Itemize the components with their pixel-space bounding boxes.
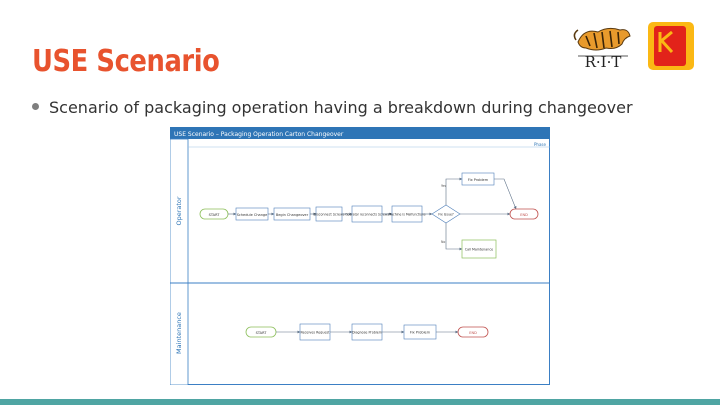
operator-node-machine-malfunctions: Machine is Malfunctions	[388, 205, 426, 223]
bullet-item: Scenario of packaging operation having a…	[32, 98, 633, 117]
svg-text:START: START	[209, 213, 221, 217]
svg-text:Receives Request: Receives Request	[300, 331, 330, 335]
svg-text:START: START	[256, 331, 268, 335]
rit-logo: R·I·T	[573, 27, 631, 71]
diagram-header-title: USE Scenario – Packaging Operation Carto…	[174, 131, 344, 138]
tiger-icon	[573, 27, 631, 51]
yes-label: Yes	[441, 184, 446, 188]
maintenance-start-node: START	[245, 326, 277, 338]
operator-start-node: START	[199, 208, 229, 220]
bullet-icon	[32, 103, 39, 110]
maintenance-node-fix-problem: Fix Problem	[403, 324, 437, 340]
rit-wordmark: R·I·T	[585, 53, 622, 71]
lane-label-maintenance: Maintenance	[175, 312, 183, 354]
bullet-text: Scenario of packaging operation having a…	[49, 98, 633, 117]
maintenance-node-diagnose-problem: Diagnose Problem	[351, 323, 383, 341]
svg-text:Disconnect Screws: Disconnect Screws	[314, 213, 345, 217]
lane-label-operator: Operator	[175, 196, 183, 225]
operator-node-call-maintenance: Call Maintenance	[461, 239, 497, 259]
kodak-k-icon	[658, 30, 674, 54]
svg-text:Operator reconnects Screws: Operator reconnects Screws	[345, 213, 389, 217]
operator-node-begin-changeover: Begin Changeover	[273, 207, 311, 221]
svg-text:END: END	[469, 331, 477, 335]
slide-title: USE Scenario	[32, 44, 220, 79]
svg-text:Begin Changeover: Begin Changeover	[276, 213, 309, 217]
svg-text:Diagnose Problem: Diagnose Problem	[352, 331, 382, 335]
diagram-phase-label: Phase	[534, 142, 546, 147]
footer-accent-bar	[0, 399, 720, 405]
svg-text:Fix Problem: Fix Problem	[410, 331, 431, 335]
svg-text:Fix Issue?: Fix Issue?	[438, 213, 454, 217]
svg-text:END: END	[520, 213, 528, 217]
svg-text:Schedule Change: Schedule Change	[237, 213, 268, 217]
operator-node-fix-problem: Fix Problem	[461, 172, 495, 186]
process-diagram: USE Scenario – Packaging Operation Carto…	[170, 127, 550, 385]
svg-text:Call Maintenance: Call Maintenance	[465, 248, 493, 252]
operator-node-schedule-change: Schedule Change	[235, 207, 269, 221]
kodak-wordmark: KODAK	[689, 40, 693, 53]
operator-end-node: END	[509, 208, 539, 220]
no-label: No	[441, 240, 445, 244]
svg-text:Fix Problem: Fix Problem	[468, 178, 489, 182]
diagram-header	[170, 127, 550, 139]
maintenance-end-node: END	[457, 326, 489, 338]
svg-text:Machine is Malfunctions: Machine is Malfunctions	[388, 213, 425, 217]
maintenance-node-receives-request: Receives Request	[299, 323, 331, 341]
operator-node-disconnect-screws: Disconnect Screws	[314, 206, 345, 222]
kodak-logo: KODAK	[648, 22, 694, 70]
